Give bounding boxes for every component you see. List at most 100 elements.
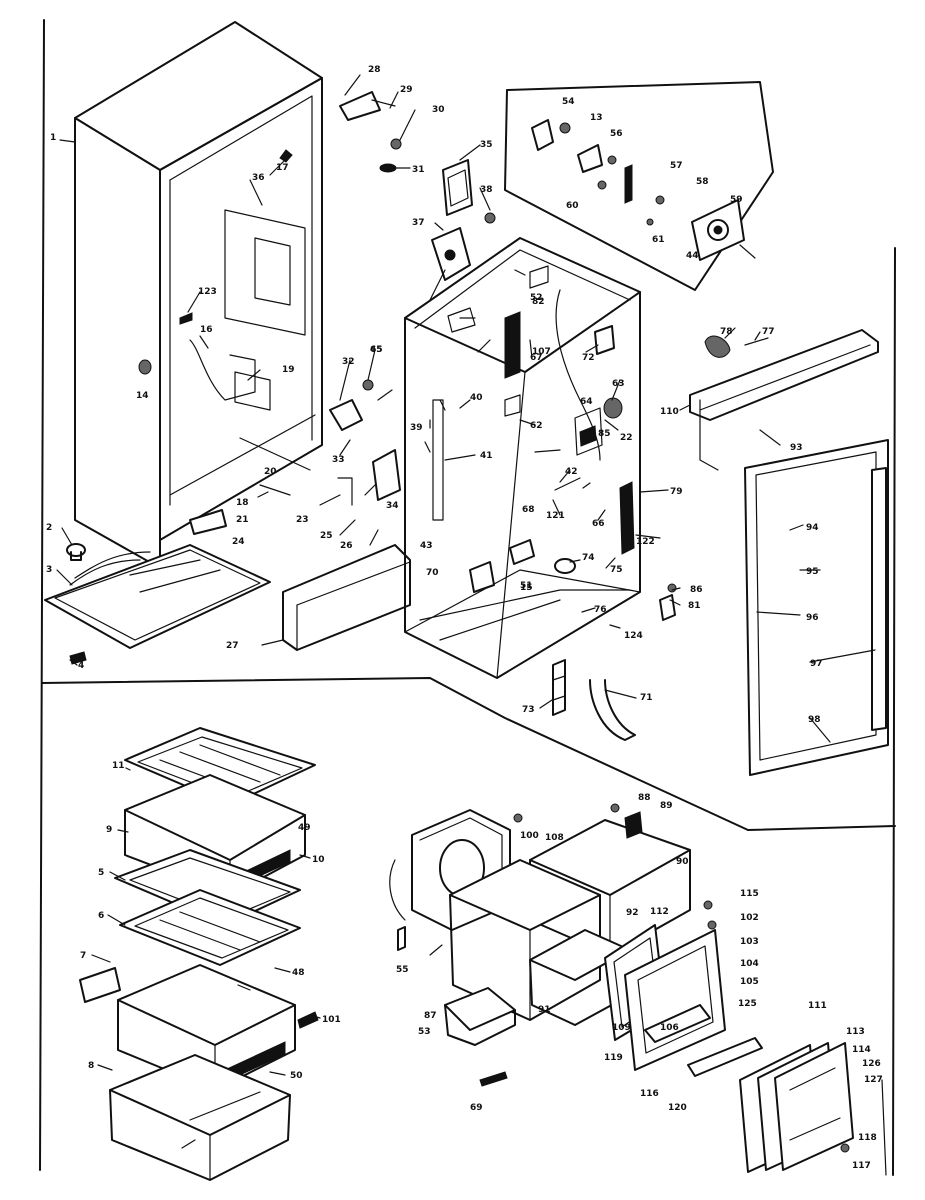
leveling-leg — [66, 543, 86, 561]
callout-94: 94 — [806, 523, 819, 533]
callout-85: 85 — [598, 429, 611, 439]
callout-64: 64 — [580, 397, 593, 407]
callout-112: 112 — [650, 907, 669, 917]
callout-72: 72 — [582, 353, 595, 363]
callout-115: 115 — [740, 889, 759, 899]
callout-101: 101 — [322, 1015, 341, 1025]
callout-17: 17 — [276, 163, 289, 173]
callout-50: 50 — [290, 1071, 303, 1081]
callout-95: 95 — [806, 567, 819, 577]
callout-96: 96 — [806, 613, 819, 623]
callout-92: 92 — [626, 908, 639, 918]
callout-75: 75 — [610, 565, 623, 575]
callout-111: 111 — [808, 1001, 827, 1011]
callout-39: 39 — [410, 423, 423, 433]
callout-116: 116 — [640, 1089, 659, 1099]
callout-110: 110 — [660, 407, 679, 417]
callout-35: 35 — [480, 140, 493, 150]
callout-34: 34 — [386, 501, 399, 511]
callout-78: 78 — [720, 327, 733, 337]
callout-52: 52 — [530, 293, 543, 303]
callout-127: 127 — [864, 1075, 883, 1085]
callout-119: 119 — [604, 1053, 623, 1063]
callout-81: 81 — [688, 601, 701, 611]
callout-38: 38 — [480, 185, 493, 195]
callout-51: 51 — [520, 581, 533, 591]
callout-4: 4 — [78, 661, 84, 671]
callout-8: 8 — [88, 1061, 94, 1071]
crisper-pan-lower — [79, 964, 319, 1091]
callout-23: 23 — [296, 515, 309, 525]
callout-114: 114 — [852, 1045, 871, 1055]
callout-42: 42 — [565, 467, 578, 477]
callout-56: 56 — [610, 129, 623, 139]
callout-67: 67 — [530, 353, 543, 363]
callout-68: 68 — [522, 505, 535, 515]
callout-37: 37 — [412, 218, 425, 228]
callout-66: 66 — [592, 519, 605, 529]
callout-53: 53 — [418, 1027, 431, 1037]
ice-maker-housing — [389, 809, 523, 931]
cabinet-outer-shell — [74, 21, 323, 569]
callout-107: 107 — [532, 347, 551, 357]
callout-60: 60 — [566, 201, 579, 211]
callout-125: 125 — [738, 999, 757, 1009]
callout-31: 31 — [412, 165, 425, 175]
callout-7: 7 — [80, 951, 86, 961]
callout-87: 87 — [424, 1011, 437, 1021]
callout-36: 36 — [252, 173, 265, 183]
callout-126: 126 — [862, 1059, 881, 1069]
callout-113: 113 — [846, 1027, 865, 1037]
callout-14: 14 — [136, 391, 149, 401]
callout-16: 16 — [200, 325, 213, 335]
right-side-parts — [659, 329, 879, 621]
callout-105: 105 — [740, 977, 759, 987]
callout-9: 9 — [106, 825, 112, 835]
liner-top-parts — [429, 159, 549, 301]
callout-79: 79 — [670, 487, 683, 497]
freezer-door-panels — [604, 900, 763, 1077]
freezer-boxes — [449, 803, 691, 1026]
evaporator-fan-inset — [504, 81, 774, 291]
callout-61: 61 — [652, 235, 665, 245]
callout-122: 122 — [636, 537, 655, 547]
callout-88: 88 — [638, 793, 651, 803]
callout-77: 77 — [762, 327, 775, 337]
glass-shelf-middle — [119, 889, 301, 966]
callout-22: 22 — [620, 433, 633, 443]
callout-103: 103 — [740, 937, 759, 947]
callout-leaders — [56, 74, 876, 1149]
callout-86: 86 — [690, 585, 703, 595]
callout-labels: 1 2 3 4 5 6 7 8 9 10 11 13 14 15 16 17 1… — [46, 65, 883, 1171]
callout-63: 63 — [612, 379, 625, 389]
callout-33: 33 — [332, 455, 345, 465]
callout-74: 74 — [582, 553, 595, 563]
callout-100: 100 — [520, 831, 539, 841]
callout-65: 65 — [370, 345, 383, 355]
callout-57: 57 — [670, 161, 683, 171]
callout-49: 49 — [298, 823, 311, 833]
door-stack — [739, 1042, 887, 1176]
callout-21: 21 — [236, 515, 249, 525]
callout-58: 58 — [696, 177, 709, 187]
callout-82: 82 — [532, 297, 545, 307]
callout-28: 28 — [368, 65, 381, 75]
callout-90: 90 — [676, 857, 689, 867]
callout-98: 98 — [808, 715, 821, 725]
cabinet-base-pan — [44, 544, 271, 649]
callout-15: 15 — [520, 583, 533, 593]
callout-123: 123 — [198, 287, 217, 297]
callout-62: 62 — [530, 421, 543, 431]
callout-2: 2 — [46, 523, 52, 533]
callout-106: 106 — [660, 1023, 679, 1033]
callout-48: 48 — [292, 968, 305, 978]
callout-19: 19 — [282, 365, 295, 375]
callout-108: 108 — [545, 833, 564, 843]
callout-70: 70 — [426, 568, 439, 578]
callout-102: 102 — [740, 913, 759, 923]
kick-plate — [282, 544, 411, 651]
callout-45: 45 — [370, 345, 383, 355]
callout-26: 26 — [340, 541, 353, 551]
callout-97: 97 — [810, 659, 823, 669]
